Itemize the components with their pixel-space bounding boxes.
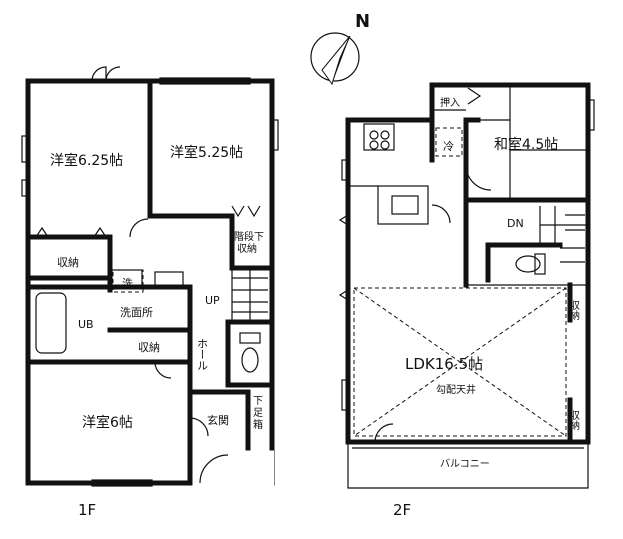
room-western-625: 洋室6.25帖 — [50, 152, 123, 169]
compass-north-label: N — [355, 11, 370, 32]
floor1-stairs — [231, 268, 268, 322]
floor2-fixtures — [338, 85, 595, 443]
room-ub: UB — [78, 318, 94, 331]
compass-ring — [310, 32, 360, 82]
room-washroom: 洗面所 — [120, 306, 153, 319]
bathtub-icon — [35, 292, 67, 354]
room-entrance: 玄関 — [207, 413, 229, 427]
room-storage-mid: 収納 — [138, 341, 160, 354]
toilet-2f-icon — [515, 255, 541, 273]
room-storage-r2: 収納 — [568, 410, 580, 431]
balcony-label: バルコニー — [440, 458, 490, 470]
room-western-525: 洋室5.25帖 — [170, 144, 243, 161]
floor2-stairs — [539, 206, 588, 263]
compass: N — [310, 11, 370, 86]
floor1-walls — [25, 78, 275, 488]
balcony-rail — [347, 442, 589, 489]
room-storage-left: 収納 — [57, 256, 79, 269]
stair-down-label: DN — [507, 217, 524, 230]
floor2-labels: 押入 冷 和室4.5帖 DN LDK16.5帖 勾配天井 収納 収納 バルコニー… — [393, 96, 580, 519]
wash-mark: 洗 — [122, 277, 133, 290]
fridge-icon — [435, 127, 463, 157]
floor1-outer-wall — [25, 78, 275, 486]
toilet-icon — [241, 347, 259, 373]
shoe-box-3: 箱 — [253, 418, 263, 431]
kitchen-sink-icon — [391, 195, 419, 215]
room-oshiire: 押入 — [440, 96, 460, 109]
room-japanese: 和室4.5帖 — [494, 136, 558, 153]
floor1-title: 1F — [78, 501, 96, 519]
shoe-box-1: 下 — [253, 396, 263, 407]
kitchen-island — [377, 185, 429, 225]
ceiling-label: 勾配天井 — [436, 383, 476, 396]
room-hall: ホール — [196, 338, 209, 371]
stair-up-label: UP — [205, 294, 220, 307]
floor1-fixtures — [21, 66, 279, 487]
floor1-labels: 洋室6.25帖 洋室5.25帖 収納 洗 洗面所 UB 収納 UP ホール 階段… — [50, 144, 264, 519]
under-stair-line1: 階段下 — [234, 230, 264, 243]
compass-needle-icon — [332, 36, 350, 84]
room-storage-r1: 収納 — [568, 300, 580, 321]
compass-needle-hollow — [321, 35, 351, 86]
floor2-title: 2F — [393, 501, 411, 519]
stove-icon — [363, 123, 395, 151]
washer-icon — [112, 269, 144, 293]
shoe-box-2: 足 — [253, 407, 263, 419]
fridge-label: 冷 — [443, 140, 454, 153]
room-ldk: LDK16.5帖 — [405, 355, 483, 373]
under-stair-line2: 収納 — [237, 242, 257, 255]
sloped-ceiling-lines — [353, 287, 567, 437]
room-western-6: 洋室6帖 — [82, 414, 133, 431]
floor2-outer-wall — [345, 117, 591, 445]
